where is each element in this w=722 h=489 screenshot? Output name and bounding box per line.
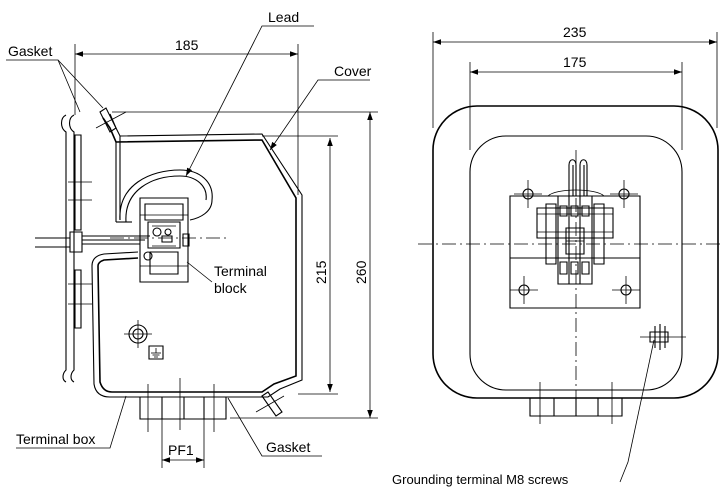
dim-label-215: 215	[313, 260, 329, 284]
dim-235	[433, 32, 717, 128]
bottom-conduit	[140, 378, 226, 432]
leaders-side	[6, 26, 370, 456]
dim-label-pf1: PF1	[168, 442, 194, 458]
lead-cable	[120, 170, 212, 222]
dim-label-175: 175	[563, 54, 587, 70]
label-gasket-top: Gasket	[8, 43, 52, 59]
label-lead: Lead	[268, 9, 299, 25]
label-terminal-block-line1: Terminal	[214, 263, 267, 279]
gasket-top-part	[96, 107, 126, 133]
front-view: 235 175 Grounding terminal M8 screws	[392, 24, 722, 487]
dim-185	[75, 44, 298, 195]
dim-pf1	[162, 419, 204, 468]
label-grounding-terminal: Grounding terminal M8 screws	[392, 472, 569, 487]
front-terminal-assembly	[537, 160, 613, 284]
side-view: Gasket Lead Cover Terminal block Termina…	[6, 9, 378, 468]
dim-175	[470, 62, 682, 150]
dim-label-235: 235	[563, 24, 587, 40]
terminal-block-part	[140, 198, 189, 282]
label-cover: Cover	[334, 63, 372, 79]
mounting-flange	[62, 115, 93, 382]
dim-label-185: 185	[175, 37, 199, 53]
leader-grounding	[620, 340, 654, 482]
terminal-box-body	[92, 114, 302, 397]
gasket-bottom-part	[256, 391, 284, 417]
dim-260	[112, 112, 378, 418]
cable-gland	[35, 232, 150, 252]
ground-symbol-icon	[149, 346, 163, 359]
ground-screw	[124, 320, 152, 348]
front-outer-frame	[433, 106, 718, 398]
label-terminal-box: Terminal box	[16, 431, 95, 447]
dim-215	[262, 136, 338, 394]
label-gasket-bottom: Gasket	[266, 439, 310, 455]
front-grounding-screw	[640, 324, 686, 350]
front-bottom-conduit	[530, 382, 622, 424]
label-terminal-block-line2: block	[214, 280, 248, 296]
dim-label-260: 260	[353, 260, 369, 284]
